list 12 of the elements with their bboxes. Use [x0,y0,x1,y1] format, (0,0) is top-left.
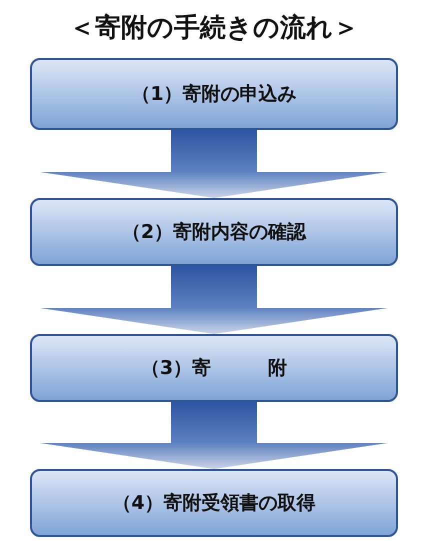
step-label: （2）寄附内容の確認 [122,220,306,245]
step-box [30,198,398,266]
title: ＜寄附の手続きの流れ＞ [68,12,360,45]
step-box [30,58,398,130]
step-box [30,334,398,402]
block-arrow [40,266,388,334]
block-arrow [40,402,388,469]
step-label: （3）寄 附 [140,356,288,381]
step-box [30,469,398,537]
step-label: （1）寄附の申込み [131,82,297,107]
step-label: （4）寄附受領書の取得 [112,491,316,516]
block-arrow [40,130,388,198]
